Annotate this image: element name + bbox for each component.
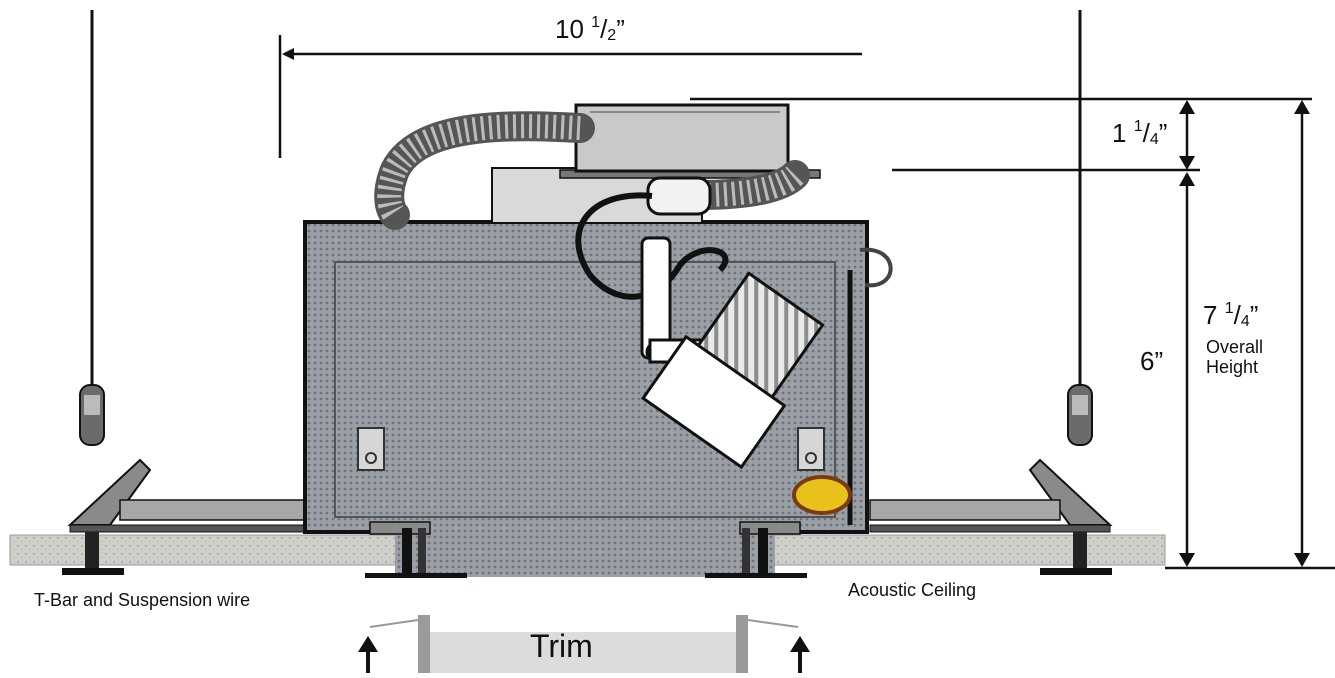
tbar-label: T-Bar and Suspension wire — [34, 590, 251, 610]
junction-whole: 1 — [1112, 118, 1127, 148]
trim-label: Trim — [530, 628, 593, 664]
t-bar-left — [62, 532, 124, 575]
housing-loop — [859, 247, 893, 288]
spot-lamp — [640, 271, 825, 470]
ceiling-label: Acoustic Ceiling — [848, 580, 977, 600]
wire-nut — [792, 475, 852, 515]
overall-height-label: 7 1/4” — [1203, 300, 1259, 330]
wire-clip-right — [1067, 384, 1093, 446]
width-mark: ” — [616, 14, 625, 44]
overall-num: 1 — [1224, 300, 1234, 317]
overall-den: 4 — [1240, 313, 1250, 330]
mounting-bracket-right — [869, 458, 1113, 533]
wire-clip-left — [79, 384, 105, 446]
junction-den: 4 — [1149, 131, 1159, 148]
t-bar-right — [1040, 532, 1112, 575]
junction-mark: ” — [1158, 118, 1168, 148]
overall-whole: 7 — [1203, 300, 1218, 330]
spring-clip-right — [797, 427, 825, 471]
width-num: 1 — [591, 14, 601, 31]
mounting-bracket-left — [67, 458, 311, 533]
housing-height-label: 6” — [1140, 346, 1163, 377]
overall-caption-line2: Height — [1206, 357, 1259, 377]
junction-num: 1 — [1133, 118, 1143, 135]
trim-left-arrow — [358, 636, 378, 673]
overall-caption-line1: Overall — [1206, 337, 1264, 357]
flex-conduit — [374, 111, 810, 230]
width-dimension-label: 10 1/2” — [555, 14, 625, 44]
trim-right-arrow — [790, 636, 810, 673]
conduit-connector — [646, 176, 712, 216]
width-den: 2 — [607, 27, 617, 44]
junction-height-label: 1 1/4” — [1112, 118, 1168, 148]
ceiling-tile-right — [764, 534, 1166, 566]
spring-clip-left — [357, 427, 385, 471]
ceiling-tile-left — [9, 534, 411, 566]
housing-height-text: 6” — [1140, 346, 1164, 376]
overall-caption: Overall Height — [1206, 337, 1263, 377]
lamp-cord — [575, 192, 729, 300]
overall-mark: ” — [1249, 300, 1259, 330]
trim-piece — [369, 615, 799, 673]
junction-box — [574, 103, 790, 173]
aperture-collar — [365, 521, 807, 578]
width-whole: 10 — [555, 14, 584, 44]
